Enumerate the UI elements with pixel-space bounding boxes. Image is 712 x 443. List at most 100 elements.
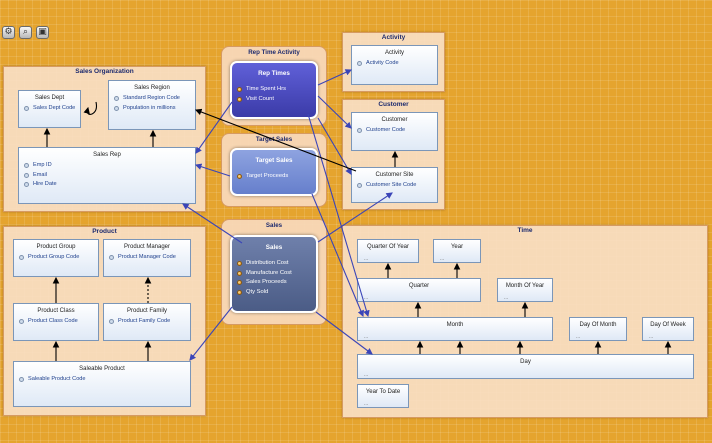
fact-name: Target Sales [255, 157, 293, 164]
table-title: Saleable Product [79, 366, 125, 372]
field[interactable]: Activity Code [352, 59, 437, 69]
table-product-group[interactable]: Product Group Product Group Code [13, 239, 99, 277]
group-title: Customer [378, 101, 409, 108]
table-day-of-month[interactable]: Day Of Month ... [569, 317, 627, 341]
measure[interactable]: Visit Count [232, 95, 316, 105]
field[interactable]: Population in millions [109, 104, 195, 114]
table-day-of-week[interactable]: Day Of Week ... [642, 317, 694, 341]
fact-rep-times[interactable]: Rep Times Time Spent Hrs Visit Count [230, 61, 318, 119]
table-title: Product Family [126, 308, 167, 314]
field[interactable]: Hire Date [19, 180, 195, 190]
table-month-of-year[interactable]: Month Of Year ... [497, 278, 553, 302]
field[interactable]: Product Group Code [14, 253, 98, 263]
field-key-icon [19, 319, 24, 324]
table-title: Year To Date [365, 389, 401, 395]
field-key-icon [109, 255, 114, 260]
field[interactable]: Saleable Product Code [14, 375, 190, 385]
field-label: Sales Dept Code [33, 105, 76, 111]
field-key-icon [24, 182, 29, 187]
measure[interactable]: Sales Proceeds [232, 278, 316, 288]
measure-label: Target Proceeds [246, 173, 289, 179]
field-key-icon [19, 377, 24, 382]
table-quarter-of-year[interactable]: Quarter Of Year ... [357, 239, 419, 263]
measure[interactable]: Manufacture Cost [232, 269, 316, 279]
field-label: Activity Code [366, 60, 399, 66]
field[interactable]: Sales Dept Code [19, 104, 80, 114]
table-ellipsis: ... [364, 372, 369, 378]
table-activity[interactable]: Activity Activity Code [351, 45, 438, 85]
measure[interactable]: Qty Sold [232, 288, 316, 298]
measure-icon [237, 270, 242, 276]
field-label: Saleable Product Code [28, 376, 86, 382]
field-label: Hire Date [33, 181, 57, 187]
measure-icon [237, 96, 242, 102]
fit-icon[interactable]: ▣ [36, 26, 49, 39]
table-title: Customer Site [375, 172, 414, 178]
field-label: Product Class Code [28, 318, 78, 324]
field-key-icon [24, 172, 29, 178]
table-year[interactable]: Year ... [433, 239, 481, 263]
table-saleable-product[interactable]: Saleable Product Saleable Product Code [13, 361, 191, 407]
group-title: Time [517, 227, 533, 234]
group-title: Product [92, 228, 117, 235]
field[interactable]: Standard Region Code [109, 94, 195, 104]
field-label: Email [33, 171, 47, 178]
field-label: Customer Code [366, 127, 406, 133]
measure[interactable]: Time Spent Hrs [232, 85, 316, 95]
table-title: Day [520, 359, 531, 365]
table-title: Sales Rep [93, 152, 121, 158]
field-key-icon [357, 128, 362, 133]
table-ellipsis: ... [364, 256, 369, 262]
measure-icon [237, 261, 242, 266]
measure-label: Time Spent Hrs [246, 86, 287, 92]
field-key-icon [19, 255, 24, 260]
field[interactable]: Product Family Code [104, 317, 190, 327]
table-quarter[interactable]: Quarter ... [357, 278, 481, 302]
table-product-class[interactable]: Product Class Product Class Code [13, 303, 99, 341]
field[interactable]: Emp ID [19, 161, 195, 171]
table-title: Quarter Of Year [366, 244, 410, 250]
field-key-icon [114, 105, 119, 111]
field-key-icon [357, 61, 362, 66]
fact-group-title: Sales [265, 222, 283, 229]
table-ellipsis: ... [364, 295, 369, 301]
measure-label: Qty Sold [246, 288, 269, 295]
table-day[interactable]: Day ... [357, 354, 694, 379]
field[interactable]: Customer Code [352, 126, 437, 136]
table-title: Quarter [408, 283, 430, 289]
table-customer-site[interactable]: Customer Site Customer Site Code [351, 167, 438, 203]
field-key-icon [109, 319, 114, 324]
measure[interactable]: Target Proceeds [232, 172, 316, 182]
fact-sales[interactable]: Sales Distribution Cost Manufacture Cost… [230, 235, 318, 313]
measure-label: Distribution Cost [246, 260, 289, 266]
table-ellipsis: ... [504, 295, 509, 301]
table-sales-rep[interactable]: Sales Rep Emp ID Email Hire Date [18, 147, 196, 204]
measure-icon [237, 280, 242, 286]
fact-group-title: Rep Time Activity [248, 49, 300, 56]
table-title: Sales Region [134, 85, 170, 91]
table-sales-dept[interactable]: Sales Dept Sales Dept Code [18, 90, 81, 128]
fact-name: Sales [265, 244, 283, 251]
table-title: Product Manager [123, 244, 171, 250]
field[interactable]: Customer Site Code [352, 181, 437, 191]
settings-icon[interactable]: ⚙ [2, 26, 15, 39]
table-product-family[interactable]: Product Family Product Family Code [103, 303, 191, 341]
table-title: Day Of Week [650, 322, 686, 328]
fact-target-sales[interactable]: Target Sales Target Proceeds [230, 148, 318, 196]
table-product-manager[interactable]: Product Manager Product Manager Code [103, 239, 191, 277]
table-customer[interactable]: Customer Customer Code [351, 112, 438, 151]
table-sales-region[interactable]: Sales Region Standard Region Code Popula… [108, 80, 196, 130]
table-title: Sales Dept [34, 95, 65, 101]
measure[interactable]: Distribution Cost [232, 259, 316, 269]
table-month[interactable]: Month ... [357, 317, 553, 341]
field-label: Emp ID [33, 162, 52, 168]
field[interactable]: Email [19, 171, 195, 181]
table-year-to-date[interactable]: Year To Date ... [357, 384, 409, 408]
field[interactable]: Product Manager Code [104, 253, 190, 263]
field[interactable]: Product Class Code [14, 317, 98, 327]
table-ellipsis: ... [440, 256, 445, 262]
field-label: Standard Region Code [123, 95, 180, 101]
fact-group-title: Target Sales [255, 136, 293, 143]
zoom-icon[interactable]: ⌕ [19, 26, 32, 39]
toolbar: ⚙ ⌕ ▣ [2, 26, 49, 39]
